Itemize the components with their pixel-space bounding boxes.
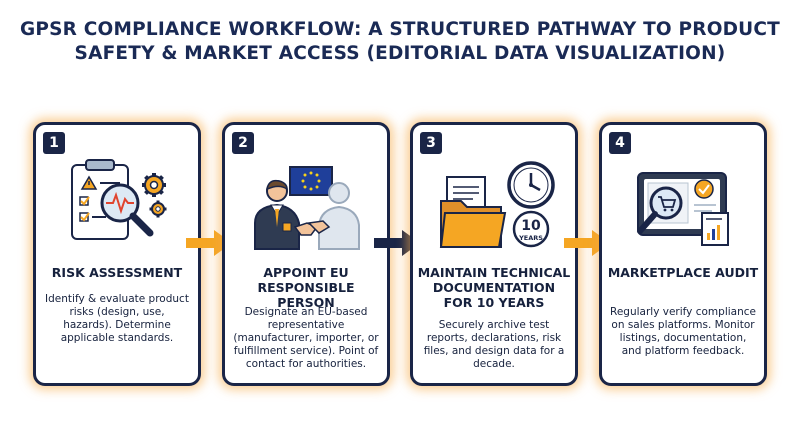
step-number-badge: 1: [43, 132, 65, 154]
page-title-line-2: SAFETY & MARKET ACCESS (EDITORIAL DATA V…: [74, 43, 726, 64]
folder-clock-icon: 10 YEARS: [439, 161, 555, 248]
step-number-badge: 2: [232, 132, 254, 154]
arrow-right-icon: [186, 230, 232, 256]
step-card-risk-assessment: 1: [33, 122, 201, 386]
step-title: RISK ASSESSMENT: [51, 265, 183, 280]
step-description: Designate an EU-based representative (ma…: [233, 306, 379, 370]
arrow-right-icon: [564, 230, 610, 256]
step-description: Securely archive test reports, declarati…: [423, 319, 565, 370]
years-badge-number: 10: [521, 218, 541, 234]
page-title-line-1: GPSR COMPLIANCE WORKFLOW: A STRUCTURED P…: [20, 19, 780, 40]
step-card-eu-responsible-person: 2 APPOINT EU RESPONSIBLE PERSON Designat…: [222, 122, 390, 386]
step-description: Identify & evaluate product risks (desig…: [45, 293, 189, 344]
page-title: GPSR COMPLIANCE WORKFLOW: A STRUCTURED P…: [0, 18, 800, 66]
marketplace-audit-monitor-icon: [637, 172, 729, 246]
step-description: Regularly verify compliance on sales pla…: [610, 306, 756, 357]
years-badge-unit: YEARS: [518, 234, 543, 242]
eu-handshake-icon: [254, 166, 360, 250]
step-title: APPOINT EU RESPONSIBLE PERSON: [257, 265, 355, 310]
step-title: MARKETPLACE AUDIT: [607, 265, 759, 280]
step-card-technical-documentation: 3 10 YEARS MAINTAIN TECHNICAL DOCUMENTAT…: [410, 122, 578, 386]
step-title: MAINTAIN TECHNICAL DOCUMENTATION FOR 10 …: [417, 265, 571, 310]
arrow-right-icon: [374, 230, 420, 256]
step-number-badge: 4: [609, 132, 631, 154]
risk-assessment-clipboard-magnifier-icon: [71, 159, 167, 240]
step-number-badge: 3: [420, 132, 442, 154]
step-card-marketplace-audit: 4 MARKETPLACE AUDIT Regularly verify com…: [599, 122, 767, 386]
